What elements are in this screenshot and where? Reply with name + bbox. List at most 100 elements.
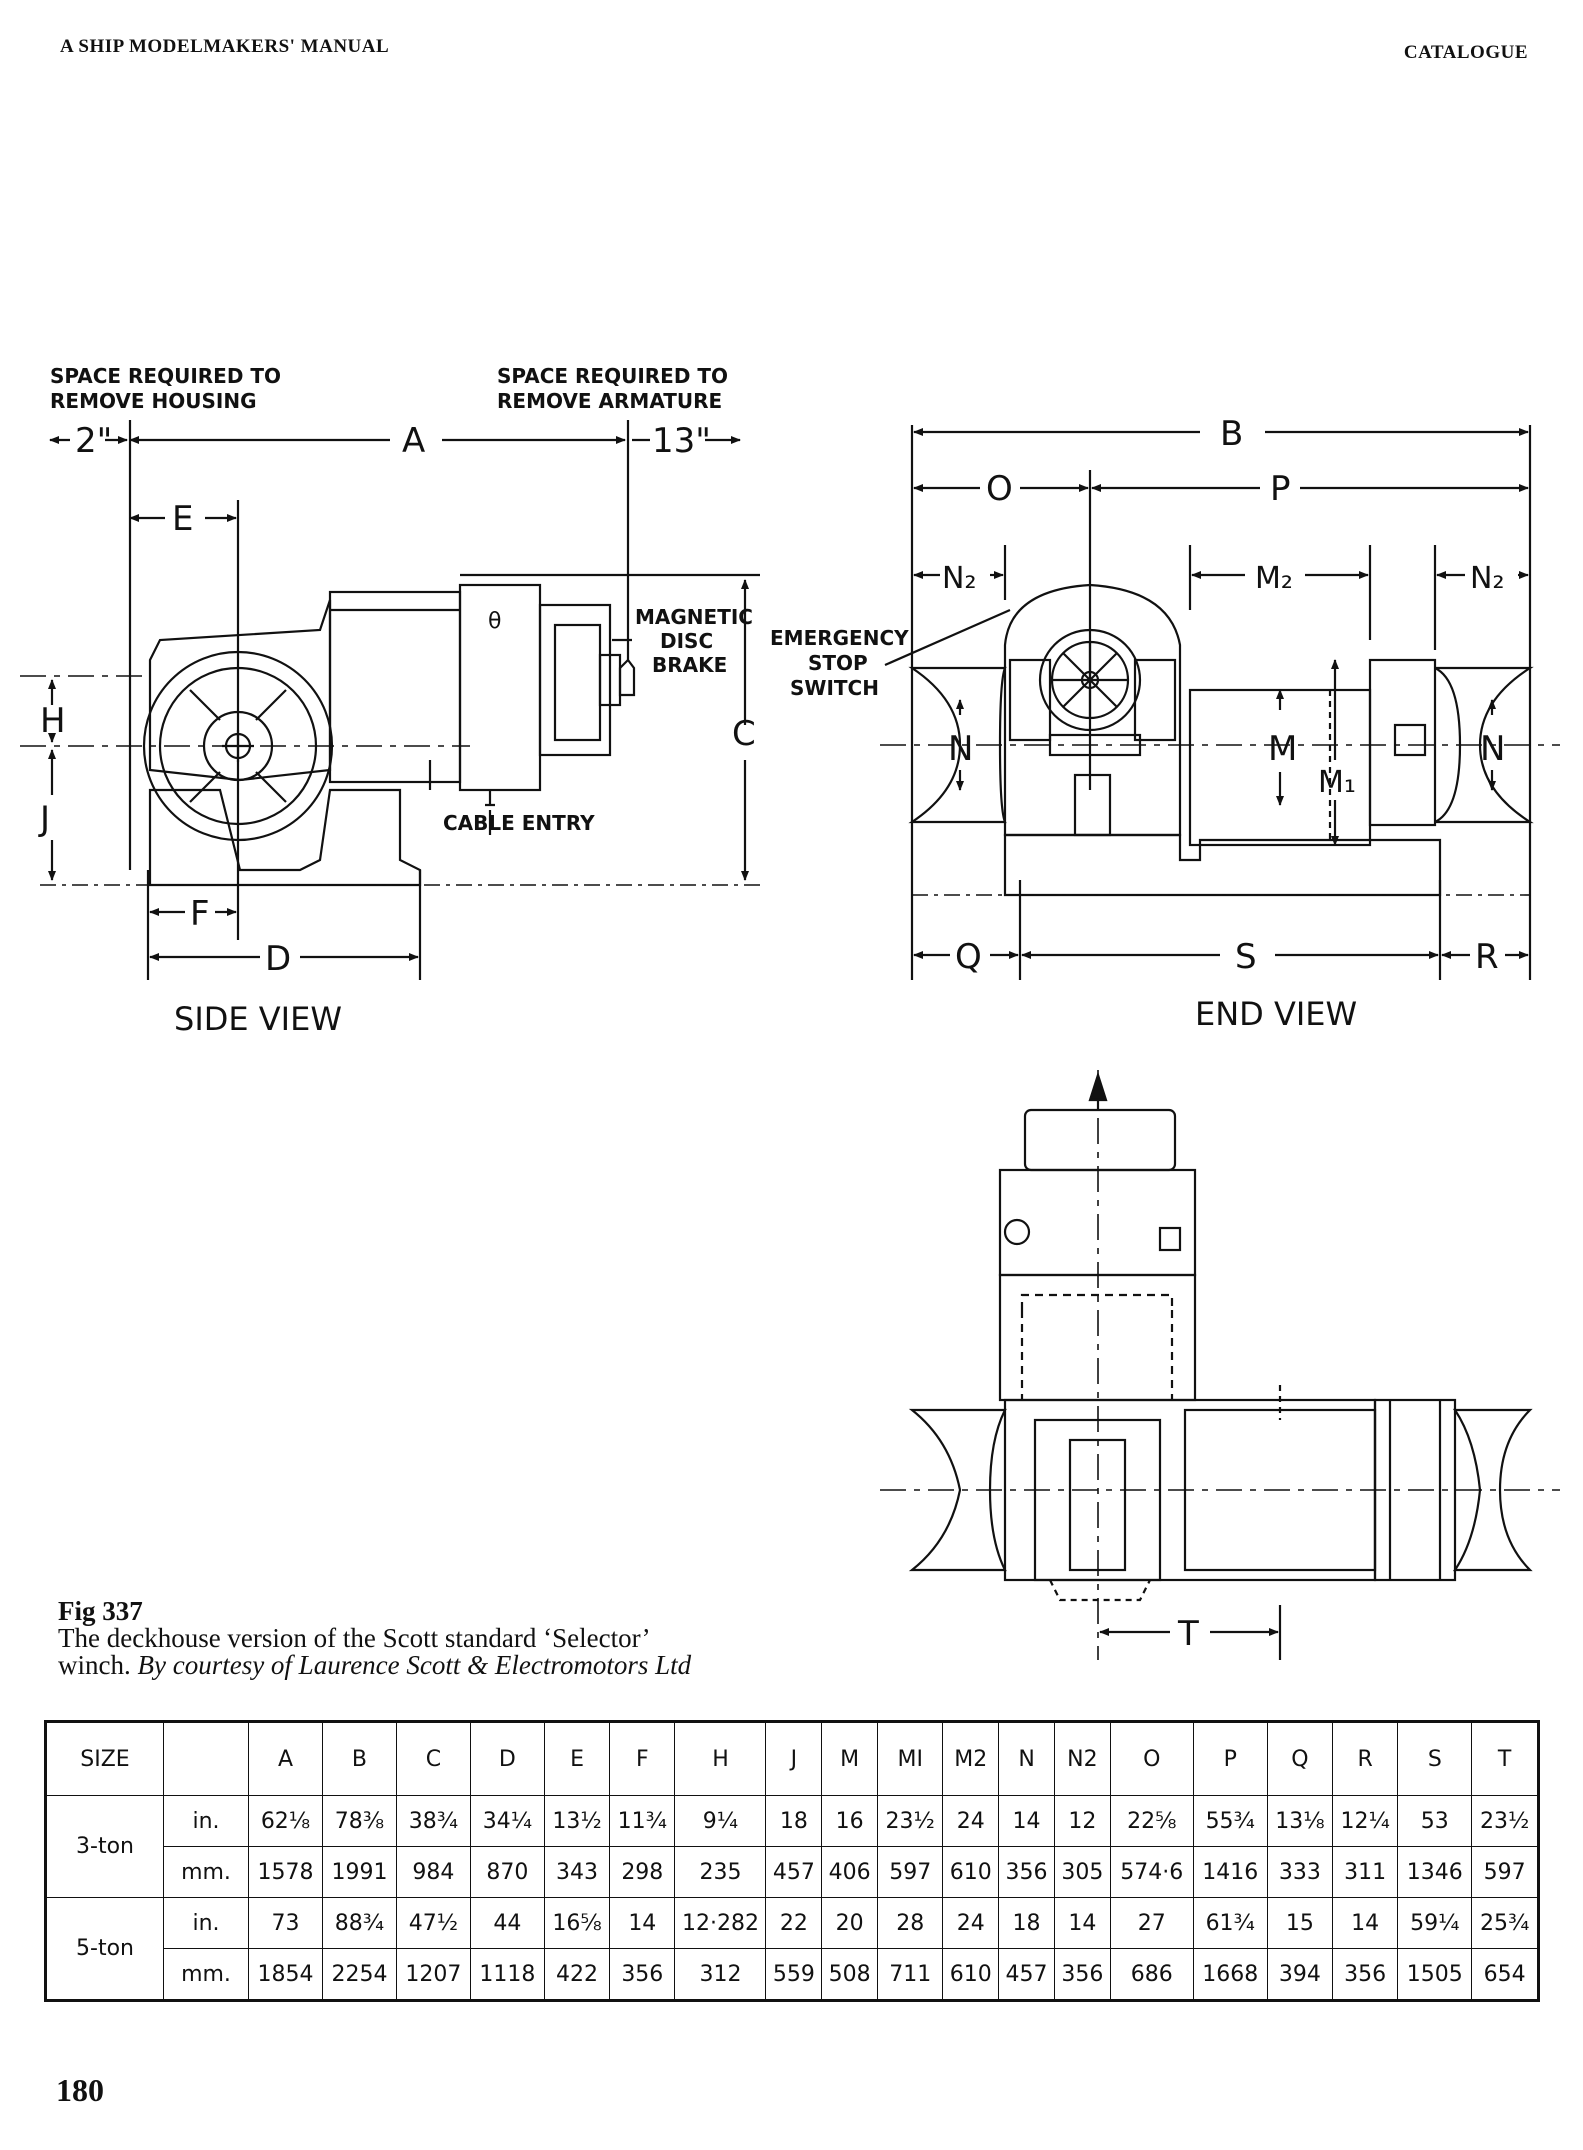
value-cell: 13⅛ — [1266, 1795, 1334, 1847]
value-cell: 62⅛ — [248, 1795, 323, 1847]
dim-o-label: O — [986, 469, 1013, 509]
value-cell: 984 — [395, 1846, 471, 1898]
dim-f-label: F — [190, 894, 210, 934]
stop-switch-line1: EMERGENCY — [770, 626, 909, 650]
value-cell: 24 — [942, 1795, 1000, 1847]
value-cell: 24 — [942, 1897, 1000, 1949]
value-cell: 18 — [765, 1795, 823, 1847]
table-row: 3-ton in. 62⅛ 78⅜ 38¾ 34¼ 13½ 11¾ 9¼ 18 … — [45, 1795, 1539, 1898]
value-cell: 14 — [609, 1897, 676, 1949]
value-cell: 356 — [1332, 1948, 1399, 2001]
value-cell: 870 — [469, 1846, 545, 1898]
dim-a-label: A — [402, 421, 425, 461]
stop-switch-line3: SWITCH — [790, 676, 879, 700]
value-cell: 1668 — [1192, 1948, 1268, 2001]
value-cell: 16⅝ — [543, 1897, 611, 1949]
table-row: mm. 1854 2254 1207 1118 422 356 312 559 … — [46, 1948, 1539, 2001]
value-cell: 711 — [877, 1948, 944, 2001]
page-number: 180 — [56, 2072, 104, 2108]
value-cell: 88¾ — [321, 1897, 397, 1949]
column-header: S — [1397, 1721, 1473, 1796]
value-cell: 574·6 — [1109, 1846, 1194, 1898]
column-header: F — [609, 1721, 676, 1796]
value-cell: 44 — [469, 1897, 545, 1949]
value-cell: 311 — [1332, 1846, 1399, 1898]
dim-d-label: D — [265, 939, 291, 979]
value-cell: 16 — [821, 1795, 879, 1847]
dim-p-label: P — [1270, 469, 1291, 509]
value-cell: 78⅜ — [321, 1795, 397, 1847]
value-cell: 22 — [765, 1897, 823, 1949]
dim-e-label: E — [172, 499, 193, 539]
value-cell: 305 — [1053, 1846, 1111, 1898]
value-cell: 1346 — [1397, 1846, 1473, 1898]
value-cell: 14 — [1053, 1897, 1111, 1949]
column-header: H — [674, 1721, 767, 1796]
caption-credit: By courtesy of Laurence Scott & Electrom… — [137, 1650, 692, 1680]
caption-line2-start: winch. — [58, 1650, 131, 1680]
value-cell: 9¼ — [674, 1795, 767, 1847]
value-cell: 1854 — [248, 1948, 323, 2001]
dimensions-table: SIZE A B C D E F H J M MI M2 N N2 O P Q … — [44, 1720, 1540, 2002]
table-row: 5-ton in. 73 88¾ 47½ 44 16⅝ 14 12·282 22… — [45, 1897, 1539, 2001]
unit-cell: in. — [163, 1897, 249, 1949]
cable-entry-label: CABLE ENTRY — [443, 811, 595, 835]
note-armature-line2: REMOVE ARMATURE — [497, 389, 722, 413]
dim-m1-label: M₁ — [1318, 765, 1356, 800]
unit-cell: mm. — [163, 1948, 249, 2001]
unit-cell: in. — [163, 1795, 249, 1847]
value-cell: 686 — [1109, 1948, 1194, 2001]
dim-m-label: M — [1268, 729, 1297, 769]
value-cell: 356 — [1053, 1948, 1111, 2001]
value-cell: 343 — [543, 1846, 611, 1898]
value-cell: 53 — [1397, 1795, 1473, 1847]
value-cell: 25¾ — [1471, 1897, 1539, 1949]
size-header: SIZE — [45, 1721, 164, 1796]
value-cell: 1416 — [1192, 1846, 1268, 1898]
column-header: C — [395, 1721, 471, 1796]
figure-number: Fig 337 — [58, 1596, 143, 1626]
column-header: B — [321, 1721, 397, 1796]
dim-n-left-label: N — [948, 729, 973, 769]
dim-b-label: B — [1220, 414, 1243, 454]
caption-line1: The deckhouse version of the Scott stand… — [58, 1623, 651, 1653]
value-cell: 457 — [765, 1846, 823, 1898]
value-cell: 12·282 — [674, 1897, 767, 1949]
note-armature-line1: SPACE REQUIRED TO — [497, 364, 728, 388]
value-cell: 55¾ — [1192, 1795, 1268, 1847]
value-cell: 1118 — [469, 1948, 545, 2001]
value-cell: 22⅝ — [1109, 1795, 1194, 1847]
value-cell: 1578 — [248, 1846, 323, 1898]
side-view-title: SIDE VIEW — [174, 1000, 342, 1038]
value-cell: 597 — [1471, 1846, 1539, 1898]
dim-h-label: H — [40, 701, 66, 741]
column-header: N — [998, 1721, 1055, 1796]
value-cell: 457 — [998, 1948, 1055, 2001]
dim-c-label: C — [732, 714, 756, 754]
column-header: M2 — [942, 1721, 1000, 1796]
running-header: A SHIP MODELMAKERS' MANUAL — [60, 36, 390, 57]
dim-t-label: T — [1177, 1614, 1199, 1654]
dim-j-label: J — [38, 799, 50, 839]
value-cell: 23½ — [1471, 1795, 1539, 1847]
column-header: T — [1471, 1721, 1539, 1796]
value-cell: 422 — [543, 1948, 611, 2001]
value-cell: 1505 — [1397, 1948, 1473, 2001]
value-cell: 11¾ — [609, 1795, 676, 1847]
value-cell: 406 — [821, 1846, 879, 1898]
dim-q-label: Q — [955, 937, 982, 977]
table-header-row: SIZE A B C D E F H J M MI M2 N N2 O P Q … — [45, 1721, 1539, 1796]
brake-label-line2: DISC — [660, 629, 713, 653]
value-cell: 12¼ — [1332, 1795, 1399, 1847]
size-cell: 3-ton — [45, 1795, 164, 1898]
value-cell: 235 — [674, 1846, 767, 1898]
value-cell: 28 — [877, 1897, 944, 1949]
column-header: R — [1332, 1721, 1399, 1796]
dim-n2-right-label: N₂ — [1470, 561, 1504, 596]
table-row: mm. 1578 1991 984 870 343 298 235 457 40… — [46, 1846, 1539, 1898]
brake-label-line3: BRAKE — [652, 653, 727, 677]
value-cell: 394 — [1266, 1948, 1334, 2001]
column-header: D — [469, 1721, 545, 1796]
value-cell: 27 — [1109, 1897, 1194, 1949]
value-cell: 73 — [248, 1897, 323, 1949]
